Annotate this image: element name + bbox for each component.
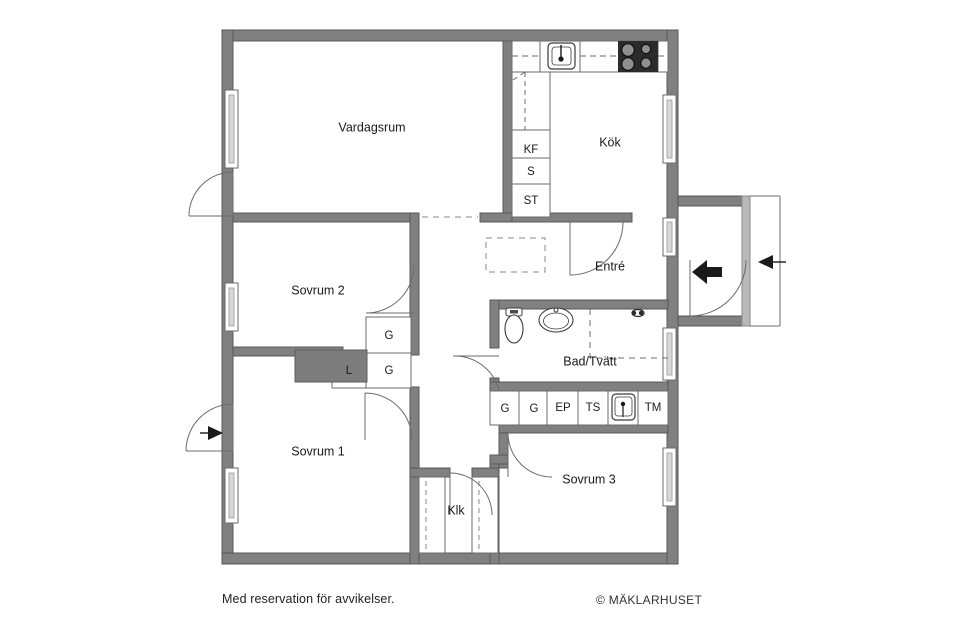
door-sovrum1-exterior [185,403,234,452]
window-vardagsrum [224,89,239,169]
cabinet-label-kf: KF [524,144,539,156]
bathroom-fixtures [504,307,668,359]
room-label-sovrum2: Sovrum 2 [291,283,345,297]
room-label-sovrum1: Sovrum 1 [291,444,345,458]
door-klk [449,472,493,516]
door-vardagsrum-exterior [188,171,234,217]
door-sovrum3 [507,432,553,478]
window-kok [662,94,677,164]
bathroom-cabinet-row [489,390,669,426]
cabinet-label-g-sovrum2-upper: G [385,330,394,342]
cabinet-label-tm-bath: TM [645,402,662,414]
sovrum2-wardrobes [294,316,412,389]
kitchen-sink-icon [547,42,576,70]
cabinet-label-g-sovrum2-lower: G [385,365,394,377]
shower-head-icon [631,308,645,318]
cabinet-label-s: S [527,166,535,178]
cabinet-label-ts-bath: TS [586,402,601,414]
front-entrance-arrow [758,255,786,269]
porch-entrance-arrow [692,260,722,284]
cabinet-label-ep-bath: EP [555,402,571,414]
door-sovrum1 [364,392,413,441]
disclaimer-text: Med reservation för avvikelser. [222,592,395,606]
room-labels: Vardagsrum Kök Entré Sovrum 2 Bad/Tvätt … [291,120,625,517]
door-kok-entre [569,221,624,276]
cabinet-label-g-bath-1: G [501,403,510,415]
room-label-entre: Entré [595,259,625,273]
stove-icon [618,41,658,72]
cabinet-label-st: ST [524,195,539,207]
cabinet-label-l-sovrum2: L [346,365,353,377]
doors [185,171,624,516]
door-sovrum2 [365,264,415,314]
room-label-kok: Kök [599,135,621,149]
door-badtvatt [452,355,500,391]
windows [224,89,677,524]
cabinet-label-g-bath-2: G [530,403,539,415]
cabinet-labels: KF S ST G L G G G EP TS TM [346,144,662,415]
room-label-vardagsrum: Vardagsrum [338,120,405,134]
room-label-badtvatt: Bad/Tvätt [563,354,617,368]
kitchen-tall-cabinets [511,71,551,218]
klk-wardrobes [418,476,499,554]
washbasin-icon [538,307,574,333]
porch-structure [677,195,786,327]
kitchen-counter [511,40,669,73]
room-label-klk: Klk [447,503,465,517]
copyright-text: © MÄKLARHUSET [596,593,703,607]
room-label-sovrum3: Sovrum 3 [562,472,616,486]
overhead-dashed-guides [422,216,546,273]
window-sovrum3 [662,447,677,507]
toilet-icon [504,307,524,344]
window-entre [662,217,677,257]
window-sovrum1 [224,467,239,524]
window-badtvatt [662,327,677,381]
window-sovrum2 [224,282,239,332]
laundry-sink-icon [611,393,636,421]
side-entrance-arrow [200,426,223,440]
